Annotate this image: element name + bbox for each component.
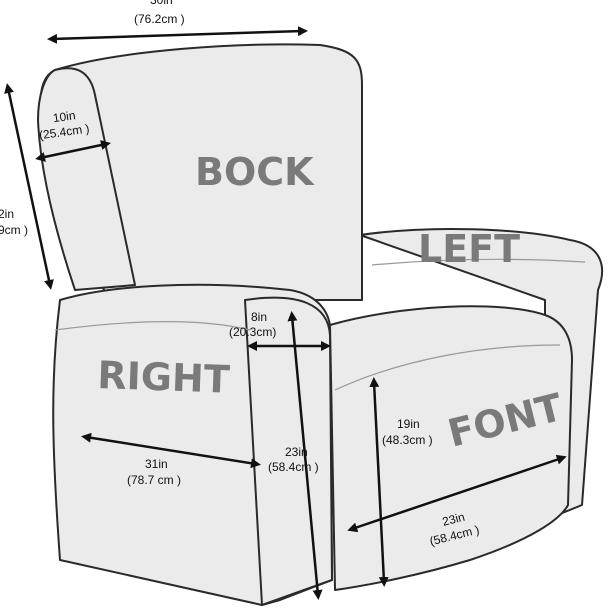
arm-length-arrow (81, 432, 261, 469)
arm-top-width-in: 8in (251, 310, 267, 324)
arm-height-arrow (287, 311, 323, 600)
front-seam (334, 344, 561, 391)
front-width-arrow (347, 454, 567, 533)
back-height-arrow (4, 83, 54, 290)
headrest-width-cm: (25.4cm ) (38, 121, 90, 142)
right-label: RIGHT (97, 353, 231, 402)
front-width-in: 23in (441, 510, 466, 529)
back-width-arrow (47, 26, 308, 44)
back-height-cm: 9cm ) (0, 223, 28, 237)
front-height-cm: (48.3cm ) (382, 433, 433, 447)
arm-length-cm: (78.7 cm ) (127, 473, 181, 487)
front-height-in: 19in (397, 417, 420, 431)
arm-height-in: 23in (285, 445, 308, 459)
arm-top-width-cm: (20.3cm) (229, 325, 276, 339)
front-shape (329, 305, 573, 591)
left-label: LEFT (418, 227, 520, 271)
left-arm-seam (371, 258, 586, 266)
back-height-in: 2in (0, 207, 14, 221)
arm-height-cm: (58.4cm ) (268, 460, 319, 474)
back-width-cm: (76.2cm ) (134, 12, 185, 26)
right-arm-seam (54, 321, 251, 331)
back-label: BOCK (195, 150, 315, 194)
back-width-in: 30in (150, 0, 173, 7)
arm-length-in: 31in (145, 457, 168, 471)
headrest-width-in: 10in (52, 108, 76, 125)
